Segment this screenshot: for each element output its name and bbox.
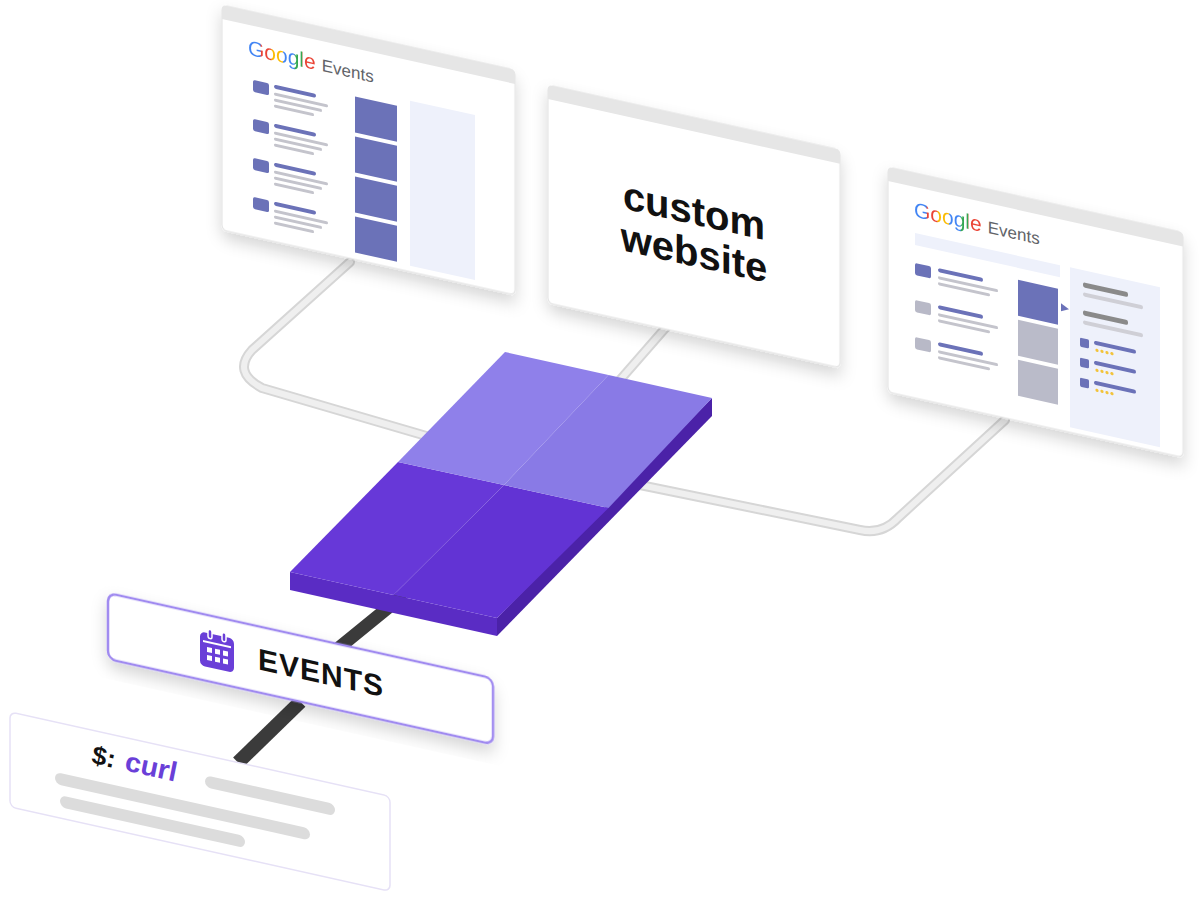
browser-window — [888, 167, 1183, 457]
browser-window — [548, 85, 840, 368]
command-name: curl — [125, 746, 176, 789]
platform-slab — [290, 352, 712, 636]
terminal-card: $: curl — [10, 712, 390, 891]
api-name: EVENTS — [258, 642, 384, 704]
api-card: EVENTS — [108, 593, 493, 744]
feed-wire — [620, 325, 668, 380]
product-label: Events — [322, 56, 374, 88]
connector-line — [238, 702, 301, 763]
calendar-icon — [200, 627, 234, 673]
brand-logo: Google — [914, 197, 982, 237]
website-window: custom website — [548, 85, 840, 368]
browser-window — [222, 5, 515, 295]
feed-wire — [244, 262, 440, 440]
feed-wire — [244, 262, 440, 440]
brand-logo: Google — [248, 35, 316, 75]
feed-wire — [620, 325, 668, 380]
feed-wire — [640, 420, 1005, 531]
events-card — [108, 593, 493, 744]
terminal-card — [10, 712, 390, 891]
window-title: custom website — [594, 167, 794, 295]
browser-window: GoogleEvents — [222, 5, 515, 295]
product-label: Events — [988, 218, 1040, 250]
browser-window: GoogleEvents — [888, 167, 1183, 457]
feed-wire — [640, 420, 1005, 531]
shell-prompt: $: — [92, 739, 115, 775]
